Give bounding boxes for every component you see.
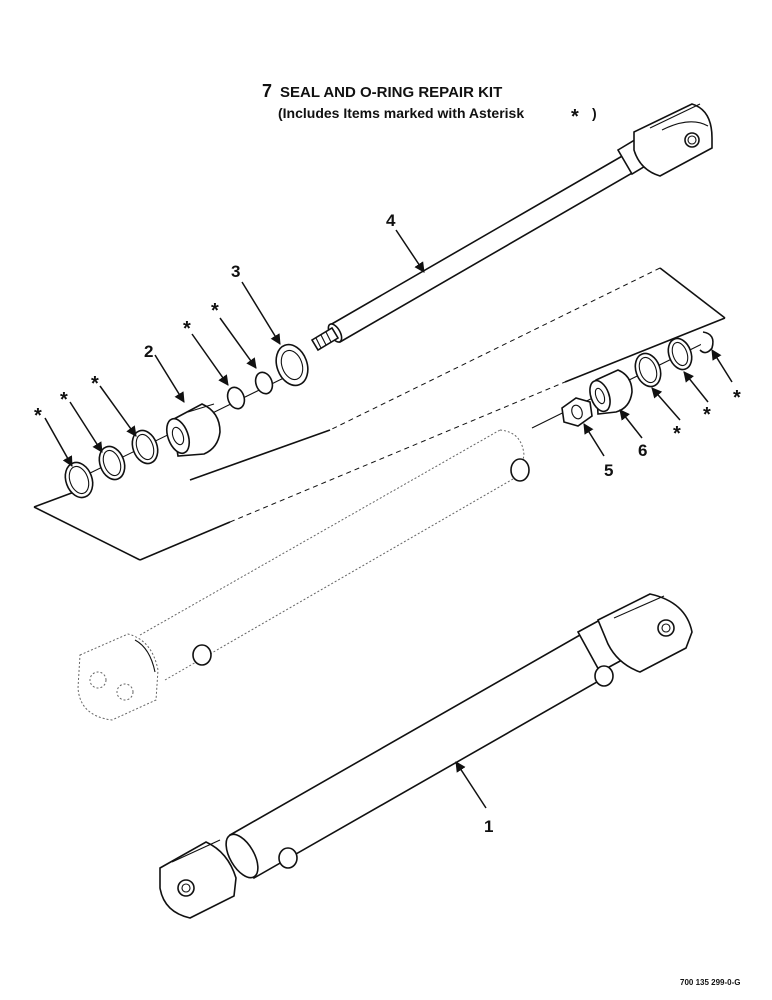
kit-title-block: 7 SEAL AND O-RING REPAIR KIT (Includes I…: [262, 81, 597, 128]
kit-title: SEAL AND O-RING REPAIR KIT: [280, 84, 502, 101]
callout-2: 2: [144, 342, 153, 361]
asterisk-marker: *: [733, 387, 741, 409]
leader-lines: [44, 229, 733, 809]
callout-6: 6: [638, 441, 647, 460]
kit-subtitle: (Includes Items marked with Asterisk: [278, 105, 524, 121]
phantom-barrel: [77, 429, 530, 721]
callout-labels: 1 2 3 4 5 6 * * * * * * * *: [34, 211, 741, 836]
callout-5: 5: [604, 461, 613, 480]
piston-seal-group: [64, 343, 309, 499]
kit-subtitle-close: ): [592, 105, 597, 121]
asterisk-marker: *: [91, 373, 99, 395]
rod-end-seal-group: [531, 331, 714, 429]
piston-rod: [310, 103, 713, 352]
callout-1: 1: [484, 817, 493, 836]
drawing-code: 700 135 299-0-G: [680, 978, 741, 987]
asterisk-marker: *: [211, 300, 219, 322]
callout-3: 3: [231, 262, 240, 281]
asterisk-marker: *: [34, 405, 42, 427]
kit-subtitle-asterisk: *: [571, 106, 579, 128]
asterisk-marker: *: [703, 404, 711, 426]
asterisk-marker: *: [60, 389, 68, 411]
cylinder-assembly: [159, 593, 693, 919]
asterisk-marker: *: [183, 318, 191, 340]
asterisk-marker: *: [673, 423, 681, 445]
callout-4: 4: [386, 211, 396, 230]
kit-number: 7: [262, 81, 272, 101]
